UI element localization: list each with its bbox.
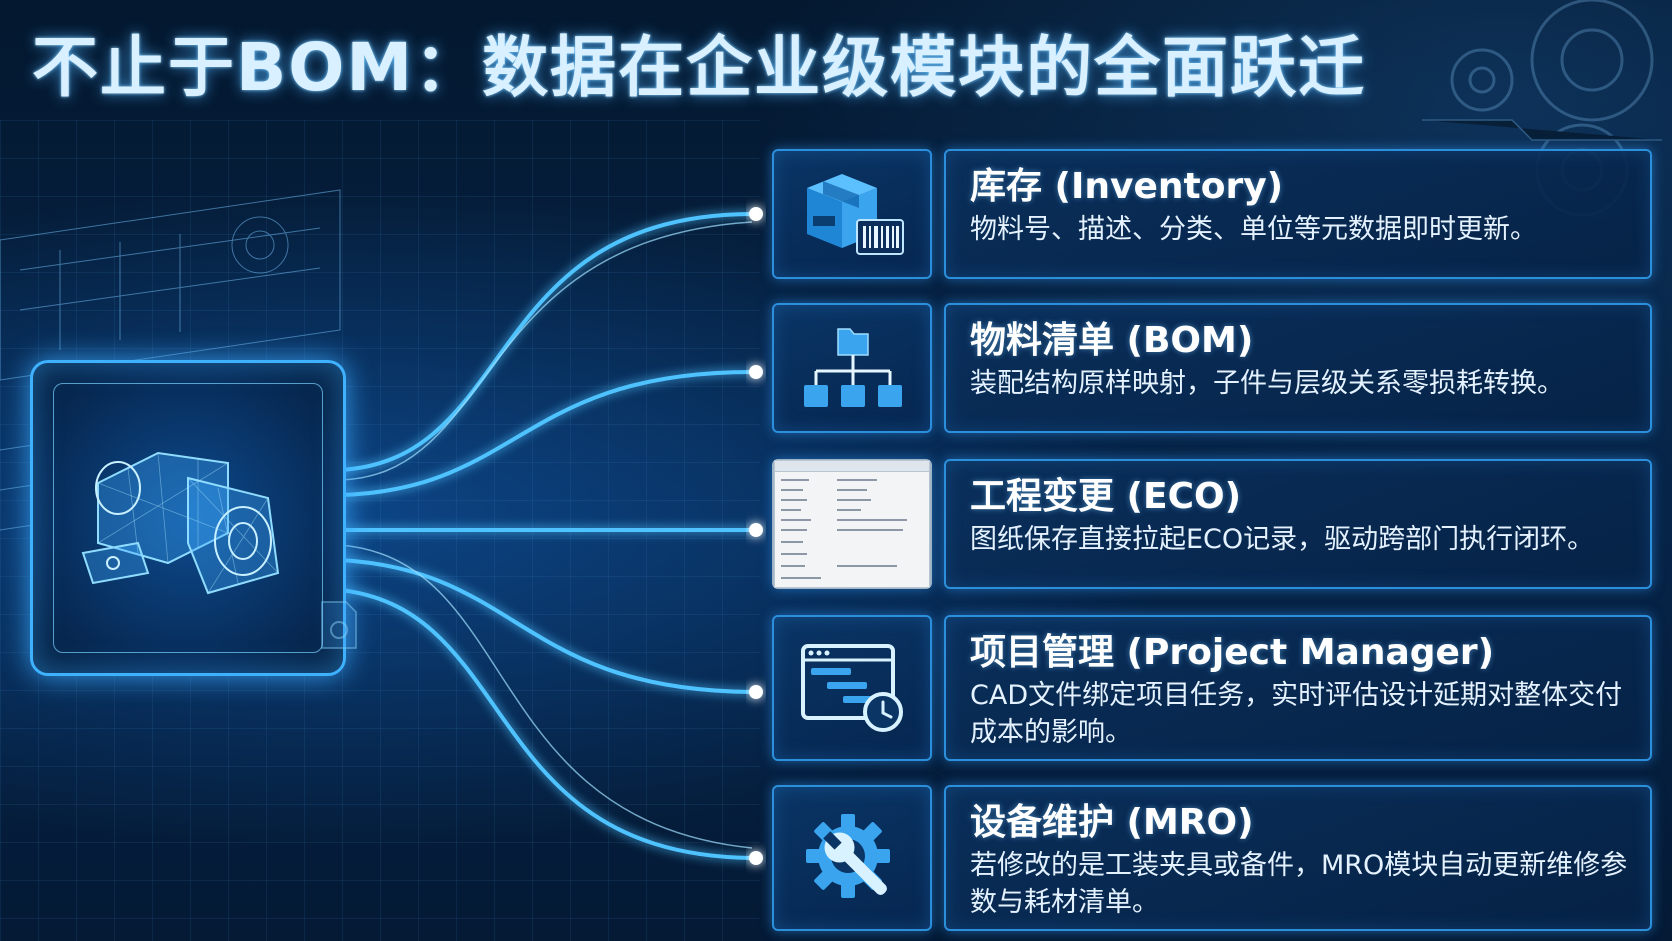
module-icon-box <box>772 785 932 931</box>
module-title: 项目管理 (Project Manager) <box>970 632 1495 673</box>
module-title: 设备维护 (MRO) <box>970 802 1254 843</box>
file-badge-icon <box>321 601 357 649</box>
project-gantt-clock-icon <box>801 644 903 732</box>
module-title: 库存 (Inventory) <box>970 166 1284 207</box>
connector-inventory <box>338 212 754 472</box>
page-title: 不止于BOM：数据在企业级模块的全面跃迁 <box>32 29 1367 106</box>
module-description: 物料号、描述、分类、单位等元数据即时更新。 <box>970 214 1537 245</box>
module-row-bom: 物料清单 (BOM) 装配结构原样映射，子件与层级关系零损耗转换。 <box>772 303 1652 433</box>
module-text-box: 工程变更 (ECO) 图纸保存直接拉起ECO记录，驱动跨部门执行闭环。 <box>944 459 1652 589</box>
connector-bom <box>338 370 754 497</box>
module-text-box: 物料清单 (BOM) 装配结构原样映射，子件与层级关系零损耗转换。 <box>944 303 1652 433</box>
module-text-box: 库存 (Inventory) 物料号、描述、分类、单位等元数据即时更新。 <box>944 149 1652 279</box>
module-row-eco: 工程变更 (ECO) 图纸保存直接拉起ECO记录，驱动跨部门执行闭环。 <box>772 459 1652 589</box>
module-text-box: 项目管理 (Project Manager) CAD文件绑定项目任务，实时评估设… <box>944 615 1652 761</box>
connector-mro <box>338 588 754 860</box>
module-title: 工程变更 (ECO) <box>970 476 1242 517</box>
module-description: CAD文件绑定项目任务，实时评估设计延期对整体交付成本的影响。 <box>970 680 1623 748</box>
module-text-box: 设备维护 (MRO) 若修改的是工装夹具或备件，MRO模块自动更新维修参数与耗材… <box>944 785 1652 931</box>
module-icon-box <box>772 459 932 589</box>
node-dot-mro <box>749 851 763 865</box>
module-description: 装配结构原样映射，子件与层级关系零损耗转换。 <box>970 368 1564 399</box>
inventory-box-barcode-icon <box>807 174 904 255</box>
cad-hub <box>30 360 346 676</box>
module-row-inventory: 库存 (Inventory) 物料号、描述、分类、单位等元数据即时更新。 <box>772 149 1652 279</box>
hub-inner-frame <box>53 383 323 653</box>
module-description: 若修改的是工装夹具或备件，MRO模块自动更新维修参数与耗材清单。 <box>970 850 1628 918</box>
module-row-mro: 设备维护 (MRO) 若修改的是工装夹具或备件，MRO模块自动更新维修参数与耗材… <box>772 785 1652 931</box>
node-dot-eco <box>749 523 763 537</box>
gear-wrench-icon <box>806 814 890 898</box>
connector-project <box>338 558 754 694</box>
module-description: 图纸保存直接拉起ECO记录，驱动跨部门执行闭环。 <box>970 524 1595 555</box>
module-title: 物料清单 (BOM) <box>970 320 1254 361</box>
module-row-project: 项目管理 (Project Manager) CAD文件绑定项目任务，实时评估设… <box>772 615 1652 761</box>
node-dot-inventory <box>749 207 763 221</box>
module-icon-box <box>772 149 932 279</box>
node-dot-project <box>749 685 763 699</box>
bom-hierarchy-icon <box>804 328 902 407</box>
module-icon-box <box>772 303 932 433</box>
node-dot-bom <box>749 365 763 379</box>
eco-form-screenshot-icon <box>774 460 930 588</box>
module-icon-box <box>772 615 932 761</box>
cad-part-wireframe-icon <box>81 451 280 595</box>
